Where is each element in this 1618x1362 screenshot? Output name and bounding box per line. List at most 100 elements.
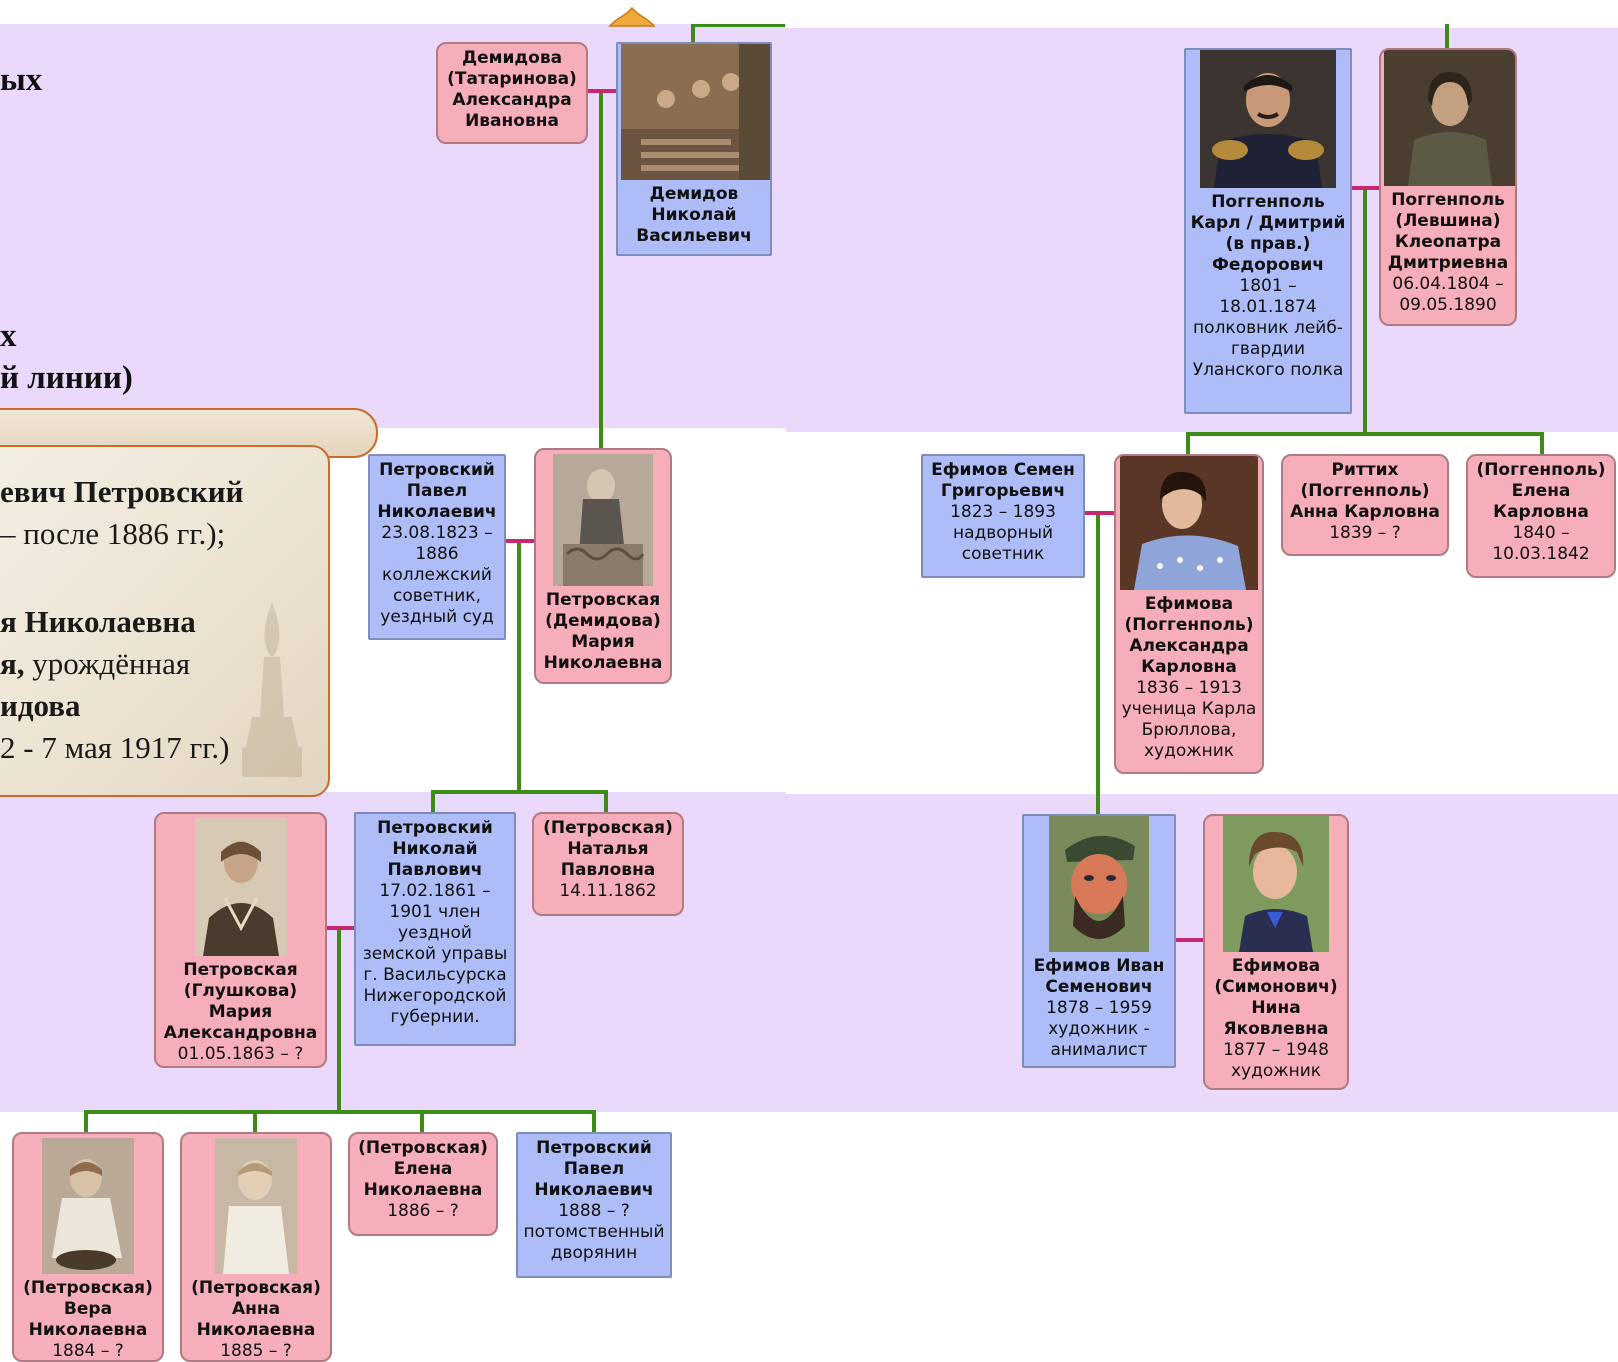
person-card-anna-n[interactable]: (Петровская) Анна Николаевна 1885 – ?: [180, 1132, 332, 1362]
spouse-line: [506, 539, 534, 543]
tree-line: [1445, 24, 1449, 50]
photo-icon: [1200, 50, 1336, 188]
tree-line: [431, 790, 608, 794]
spouse-line: [327, 926, 355, 930]
person-name: Демидов Николай Васильевич: [636, 184, 752, 246]
photo-icon: [553, 454, 653, 586]
person-name: Ефимова (Симонович) Нина Яковлевна: [1214, 956, 1338, 1039]
person-info: 1801 – 18.01.1874 полковник лейб-гвардии…: [1192, 276, 1344, 380]
person-card-poggenpol-karl[interactable]: Поггенполь Карл / Дмитрий (в прав.) Федо…: [1184, 48, 1352, 414]
person-name: Петровская (Демидова) Мария Николаевна: [543, 590, 663, 673]
panel-line-6: 2 - 7 мая 1917 гг.): [0, 730, 230, 765]
person-info: 1884 – ?: [52, 1341, 124, 1361]
tree-line: [84, 1110, 596, 1114]
person-name: Ефимова (Поггенполь) Александра Карловна: [1124, 594, 1254, 677]
photo-icon: [621, 44, 770, 180]
person-card-poggenpol-elena[interactable]: (Поггенполь) Елена Карловна 1840 – 10.03…: [1466, 454, 1616, 578]
tree-line: [1186, 432, 1190, 454]
person-card-efimova-nina[interactable]: Ефимова (Симонович) Нина Яковлевна 1877 …: [1203, 814, 1349, 1090]
person-name: (Поггенполь) Елена Карловна: [1476, 460, 1606, 522]
person-card-elena-n[interactable]: (Петровская) Елена Николаевна 1886 – ?: [348, 1132, 498, 1236]
person-card-petrovskaya-maria-n[interactable]: Петровская (Демидова) Мария Николаевна: [534, 448, 672, 684]
tree-line: [337, 930, 341, 1112]
spouse-line: [1352, 186, 1380, 190]
tree-line: [1096, 515, 1100, 815]
panel-line-3: я Николаевна: [0, 604, 196, 639]
person-info: 1886 – ?: [387, 1201, 459, 1221]
person-info: 1839 – ?: [1329, 523, 1401, 543]
biography-panel: [0, 445, 330, 797]
tree-line: [691, 24, 695, 42]
tree-line: [1363, 190, 1367, 434]
spouse-line: [1085, 511, 1115, 515]
panel-line-5: идова: [0, 688, 81, 723]
person-name: Демидова (Татаринова) Александра Ивановн…: [447, 48, 577, 131]
photo-icon: [42, 1138, 134, 1274]
tree-line: [253, 1110, 257, 1132]
person-card-pavel-n[interactable]: Петровский Павел Николаевич 1888 – ? пот…: [516, 1132, 672, 1278]
person-card-petrovsky-nikolai[interactable]: Петровский Николай Павлович 17.02.1861 –…: [354, 812, 516, 1046]
person-info: 14.11.1862: [559, 881, 657, 901]
tree-line: [599, 93, 603, 449]
person-info: 1836 – 1913 ученица Карла Брюллова, худо…: [1121, 678, 1257, 761]
title-fragment-3: й линии): [0, 360, 133, 396]
person-info: 23.08.1823 – 1886 коллежский советник, у…: [380, 523, 494, 627]
person-info: 1878 – 1959 художник - анималист: [1046, 998, 1152, 1060]
tree-line: [1540, 432, 1544, 454]
person-info: 1840 – 10.03.1842: [1492, 523, 1590, 564]
tree-line: [592, 1110, 596, 1132]
tree-line: [695, 24, 785, 27]
photo-icon: [194, 818, 287, 956]
person-card-vera[interactable]: (Петровская) Вера Николаевна 1884 – ?: [12, 1132, 164, 1362]
ornament-icon: [608, 6, 656, 27]
photo-icon: [1049, 816, 1149, 952]
person-name: Петровский Павел Николаевич: [534, 1138, 654, 1200]
person-card-demidov-nikolai[interactable]: Демидов Николай Васильевич: [616, 42, 772, 256]
person-card-efimova-aleksandra[interactable]: Ефимова (Поггенполь) Александра Карловна…: [1114, 454, 1264, 774]
person-info: 06.04.1804 – 09.05.1890: [1392, 274, 1504, 315]
person-card-rittih-anna[interactable]: Риттих (Поггенполь) Анна Карловна 1839 –…: [1281, 454, 1449, 556]
person-name: Ефимов Иван Семенович: [1033, 956, 1165, 997]
person-card-efimov-semen[interactable]: Ефимов Семен Григорьевич 1823 – 1893 над…: [921, 454, 1085, 578]
tree-line: [420, 1110, 424, 1132]
person-card-petrovsky-pavel[interactable]: Петровский Павел Николаевич 23.08.1823 –…: [368, 454, 506, 640]
person-name: Петровский Николай Павлович: [377, 818, 493, 880]
tree-line: [431, 790, 435, 812]
photo-icon: [1223, 816, 1329, 952]
person-name: (Петровская) Вера Николаевна: [23, 1278, 153, 1340]
panel-line-1: евич Петровский: [0, 474, 244, 509]
person-info: 1823 – 1893 надворный советник: [950, 502, 1056, 564]
panel-line-2: – после 1886 гг.);: [0, 516, 226, 551]
photo-icon: [1384, 50, 1515, 186]
photo-icon: [215, 1138, 297, 1274]
title-fragment-1: ых: [0, 62, 43, 98]
person-name: Поггенполь Карл / Дмитрий (в прав.) Федо…: [1190, 192, 1346, 275]
title-fragment-2: х: [0, 318, 17, 354]
person-name: Петровская (Глушкова) Мария Александровн…: [163, 960, 318, 1043]
person-name: Риттих (Поггенполь) Анна Карловна: [1290, 460, 1440, 522]
person-card-efimov-ivan[interactable]: Ефимов Иван Семенович 1878 – 1959 художн…: [1022, 814, 1176, 1068]
spouse-line: [588, 89, 617, 93]
person-info: 1888 – ? потомственный дворянин: [523, 1201, 665, 1263]
lamp-icon: [242, 602, 302, 777]
person-card-poggenpol-kleopatra[interactable]: Поггенполь (Левшина) Клеопатра Дмитриевн…: [1379, 48, 1517, 326]
generation-band-3-right: [786, 794, 1618, 1112]
person-name: Ефимов Семен Григорьевич: [931, 460, 1075, 501]
person-name: Поггенполь (Левшина) Клеопатра Дмитриевн…: [1387, 190, 1509, 273]
person-info: 1885 – ?: [220, 1341, 292, 1361]
tree-line: [604, 790, 608, 812]
person-name: (Петровская) Елена Николаевна: [358, 1138, 488, 1200]
person-info: 01.05.1863 – ?: [177, 1044, 304, 1064]
person-card-petrovskaya-maria-a[interactable]: Петровская (Глушкова) Мария Александровн…: [154, 812, 327, 1068]
person-card-demidova-aleksandra[interactable]: Демидова (Татаринова) Александра Ивановн…: [436, 42, 588, 144]
tree-line: [1186, 432, 1544, 436]
photo-icon: [1120, 456, 1258, 590]
person-card-natalya[interactable]: (Петровская) Наталья Павловна 14.11.1862: [532, 812, 684, 916]
tree-line: [84, 1110, 88, 1132]
tree-line: [517, 543, 521, 790]
person-name: Петровский Павел Николаевич: [377, 460, 497, 522]
person-name: (Петровская) Наталья Павловна: [543, 818, 673, 880]
person-info: 1877 – 1948 художник: [1223, 1040, 1329, 1081]
panel-line-4: я, урождённая: [0, 646, 191, 681]
person-name: (Петровская) Анна Николаевна: [191, 1278, 321, 1340]
